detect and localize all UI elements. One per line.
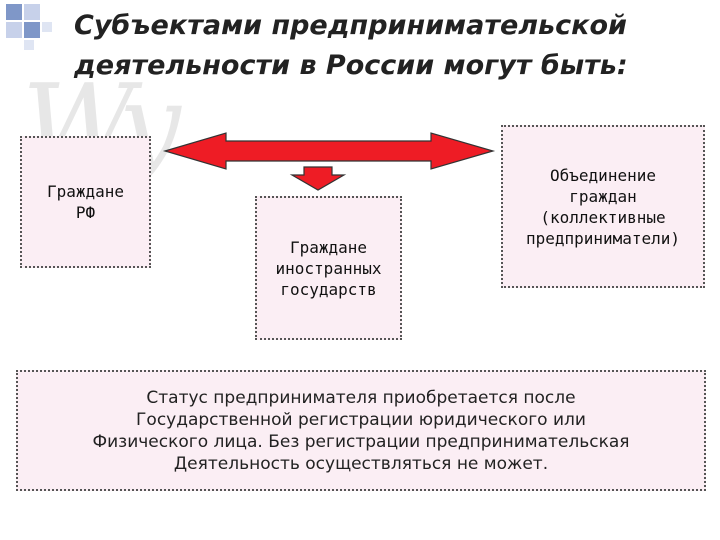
box-text-line: РФ xyxy=(75,203,96,222)
box-foreign-citizens-text: Граждане иностранных государств xyxy=(276,237,382,300)
box-text-line: Граждане xyxy=(46,182,125,201)
box-associations: Объединение граждан (коллективные предпр… xyxy=(501,125,705,288)
corner-square-dark xyxy=(24,22,40,38)
status-note-box: Статус предпринимателя приобретается пос… xyxy=(16,370,706,491)
corner-square-light xyxy=(42,22,52,32)
box-citizens-rf: Граждане РФ xyxy=(20,136,151,268)
box-text-line: государств xyxy=(280,279,377,299)
slide-title: Субъектами предпринимательской деятельно… xyxy=(74,6,694,86)
box-text-line: Объединение xyxy=(550,165,656,185)
box-text-line: Граждане xyxy=(289,237,368,257)
double-headed-arrow xyxy=(162,132,496,170)
down-arrow xyxy=(289,166,347,191)
corner-square-light xyxy=(24,4,40,20)
box-text-line: предприниматели) xyxy=(525,228,681,248)
status-note-text: Статус предпринимателя приобретается пос… xyxy=(92,387,629,475)
corner-square-light xyxy=(6,22,22,38)
title-line-2: деятельности в России могут быть: xyxy=(74,50,628,81)
status-line: Физического лица. Без регистрации предпр… xyxy=(92,431,630,452)
status-line: Государственной регистрации юридического… xyxy=(136,409,586,430)
title-line-1: Субъектами предпринимательской xyxy=(74,10,627,41)
box-text-line: (коллективные xyxy=(540,207,666,227)
box-text-line: иностранных xyxy=(275,258,382,278)
corner-square-dark xyxy=(6,4,22,20)
box-citizens-rf-text: Граждане РФ xyxy=(47,181,124,223)
status-line: Статус предпринимателя приобретается пос… xyxy=(146,387,576,408)
corner-square-light xyxy=(24,40,34,50)
box-text-line: граждан xyxy=(569,186,637,206)
box-foreign-citizens: Граждане иностранных государств xyxy=(255,196,402,340)
status-line: Деятельность осуществляться не может. xyxy=(173,453,549,474)
box-associations-text: Объединение граждан (коллективные предпр… xyxy=(526,165,680,249)
